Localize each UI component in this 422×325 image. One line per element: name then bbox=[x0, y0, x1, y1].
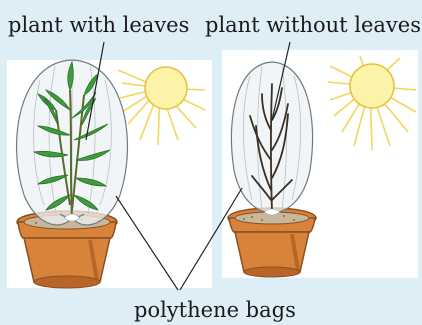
right-panel bbox=[222, 42, 418, 278]
left-panel bbox=[7, 42, 212, 288]
